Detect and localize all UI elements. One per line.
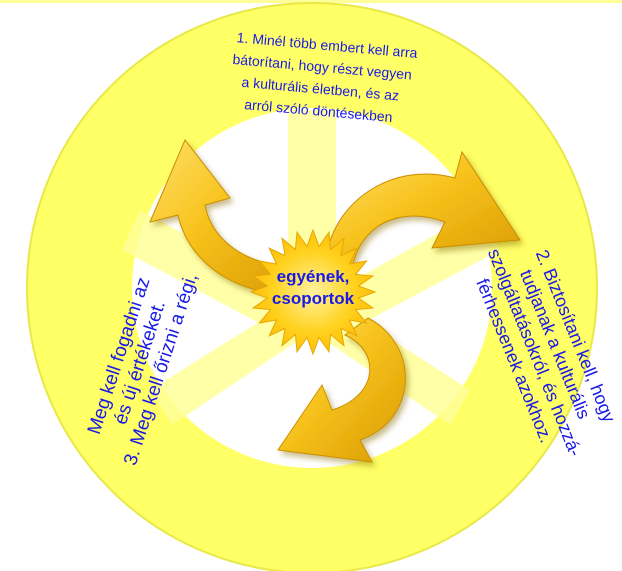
top-rule bbox=[0, 0, 622, 3]
arrow-right bbox=[325, 150, 521, 269]
arrow-upper-left bbox=[149, 139, 301, 294]
arrow-lower bbox=[277, 317, 406, 463]
spoke-left bbox=[122, 210, 288, 330]
center-starburst: egyének, csoportok bbox=[249, 228, 377, 356]
center-label-line2: csoportok bbox=[272, 289, 355, 308]
center-label-line1: egyének, bbox=[277, 267, 350, 286]
swirl-arrows bbox=[149, 139, 521, 463]
